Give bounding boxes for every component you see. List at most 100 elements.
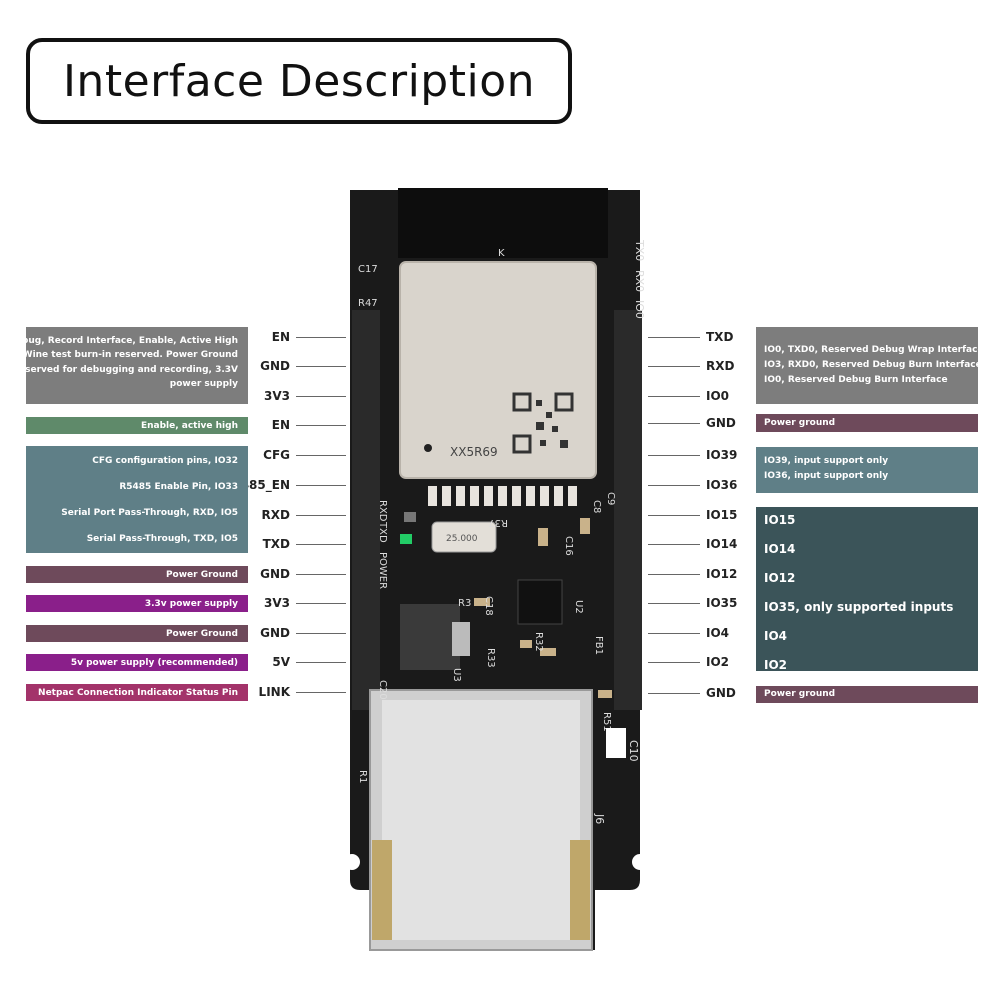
right-desc-line: IO36, input support only bbox=[764, 471, 889, 481]
module-pads bbox=[428, 486, 577, 506]
svg-text:R3: R3 bbox=[458, 598, 471, 609]
left-desc-line: Reserved for debugging and recording, 3.… bbox=[12, 365, 238, 375]
left-pin-label: 3V3 bbox=[264, 389, 290, 403]
left-desc-box: Netpac Connection Indicator Status Pin bbox=[26, 684, 248, 701]
left-pin-leader bbox=[296, 366, 346, 367]
svg-text:25.000: 25.000 bbox=[446, 534, 478, 544]
left-pin-label: GND bbox=[260, 359, 290, 373]
left-pin-leader bbox=[296, 396, 346, 397]
left-pin-leader bbox=[296, 692, 346, 693]
right-pin-leader bbox=[648, 544, 700, 545]
right-pin-label: RXD bbox=[706, 359, 735, 373]
svg-text:K: K bbox=[498, 248, 505, 259]
left-pin-leader bbox=[296, 455, 346, 456]
svg-text:FB1: FB1 bbox=[593, 636, 604, 655]
left-pin-label: EN bbox=[271, 418, 290, 432]
right-pin-label: IO35 bbox=[706, 596, 738, 610]
right-desc-line: IO3, RXD0, Reserved Debug Burn Interface bbox=[764, 360, 982, 370]
left-desc-box: Enable, active high bbox=[26, 417, 248, 434]
antenna-area bbox=[398, 188, 608, 258]
svg-text:R37: R37 bbox=[488, 517, 508, 528]
right-desc-line: IO12 bbox=[764, 571, 796, 585]
right-desc-line: IO39, input support only bbox=[764, 456, 889, 466]
left-desc-line: CFG configuration pins, IO32 bbox=[92, 456, 238, 466]
svg-text:POWER: POWER bbox=[377, 552, 388, 589]
left-pin-label: EN bbox=[271, 330, 290, 344]
svg-text:R51: R51 bbox=[601, 712, 612, 732]
svg-text:J6: J6 bbox=[593, 813, 606, 824]
right-desc-box: Power ground bbox=[756, 414, 978, 432]
mount-hole bbox=[344, 854, 360, 870]
svg-text:C10: C10 bbox=[627, 740, 640, 762]
left-desc-line: Serial Port Pass-Through, RXD, IO5 bbox=[61, 508, 238, 518]
right-desc-line: IO4 bbox=[764, 629, 788, 643]
left-desc-line: 3.3v power supply bbox=[144, 599, 238, 609]
left-desc-line: Enable, active high bbox=[140, 421, 238, 431]
mount-hole bbox=[632, 854, 648, 870]
left-pin-label: RXD bbox=[261, 508, 290, 522]
right-pin-leader bbox=[648, 603, 700, 604]
svg-text:R33: R33 bbox=[485, 648, 496, 668]
right-pin-label: IO15 bbox=[706, 508, 738, 522]
right-pin-leader bbox=[648, 396, 700, 397]
svg-text:RX0: RX0 bbox=[633, 270, 646, 292]
svg-text:R1: R1 bbox=[357, 770, 368, 783]
right-desc-line: IO15 bbox=[764, 513, 796, 527]
svg-text:C16: C16 bbox=[563, 536, 574, 556]
svg-text:U3: U3 bbox=[451, 668, 462, 682]
right-pin-leader bbox=[648, 574, 700, 575]
svg-text:C20: C20 bbox=[377, 680, 388, 700]
right-pin-leader bbox=[648, 633, 700, 634]
svg-text:TX0: TX0 bbox=[633, 239, 646, 261]
right-pin-leader bbox=[648, 455, 700, 456]
right-desc-line: IO0, TXD0, Reserved Debug Wrap Interface bbox=[764, 345, 984, 355]
right-desc-line: IO14 bbox=[764, 542, 796, 556]
crystal bbox=[431, 521, 497, 553]
right-pin-leader bbox=[648, 366, 700, 367]
left-pin-label: 3V3 bbox=[264, 596, 290, 610]
right-pin-leader bbox=[648, 423, 700, 424]
right-header bbox=[614, 310, 642, 710]
right-pin-leader bbox=[648, 337, 700, 338]
left-desc-box: Power Ground bbox=[26, 566, 248, 583]
left-desc-line: power supply bbox=[169, 379, 238, 389]
left-pin-label: CFG bbox=[263, 448, 290, 462]
left-pin-label: 485_EN bbox=[240, 478, 290, 492]
left-desc-line: Wine test burn-in reserved. Power Ground bbox=[22, 350, 238, 360]
left-pin-label: 5V bbox=[272, 655, 290, 669]
right-desc-line: Power ground bbox=[764, 418, 836, 428]
svg-text:R47: R47 bbox=[358, 298, 378, 309]
right-desc-line: IO0, Reserved Debug Burn Interface bbox=[764, 375, 948, 385]
title-box: Interface Description bbox=[26, 38, 572, 124]
left-desc-box: 5v power supply (recommended) bbox=[26, 654, 248, 671]
module-dot bbox=[424, 444, 432, 452]
right-pin-leader bbox=[648, 693, 700, 694]
c10-pad bbox=[606, 728, 626, 758]
right-desc-line: IO2 bbox=[764, 658, 788, 672]
right-desc-box: IO0, TXD0, Reserved Debug Wrap Interface… bbox=[756, 327, 984, 404]
svg-text:C18: C18 bbox=[483, 596, 494, 616]
left-pin-leader bbox=[296, 603, 346, 604]
right-pin-leader bbox=[648, 485, 700, 486]
module-label: XX5R69 bbox=[450, 445, 498, 459]
left-pin-leader bbox=[296, 544, 346, 545]
left-pin-leader bbox=[296, 662, 346, 663]
right-desc-box: Power ground bbox=[756, 686, 978, 703]
left-desc-line: Serial Pass-Through, TXD, IO5 bbox=[86, 534, 238, 544]
right-pin-label: GND bbox=[706, 416, 736, 430]
left-pin-leader bbox=[296, 574, 346, 575]
right-pin-label: IO0 bbox=[706, 389, 730, 403]
page-title: Interface Description bbox=[62, 55, 536, 107]
right-pin-label: GND bbox=[706, 686, 736, 700]
left-pin-label: LINK bbox=[258, 685, 290, 699]
svg-text:C17: C17 bbox=[358, 264, 378, 275]
right-pin-label: IO39 bbox=[706, 448, 738, 462]
svg-text:C9: C9 bbox=[605, 492, 616, 505]
right-desc-line: IO35, only supported inputs bbox=[764, 600, 954, 614]
left-pin-leader bbox=[296, 633, 346, 634]
left-desc-line: R5485 Enable Pin, IO33 bbox=[119, 482, 238, 492]
left-desc-box: Power Ground bbox=[26, 625, 248, 642]
